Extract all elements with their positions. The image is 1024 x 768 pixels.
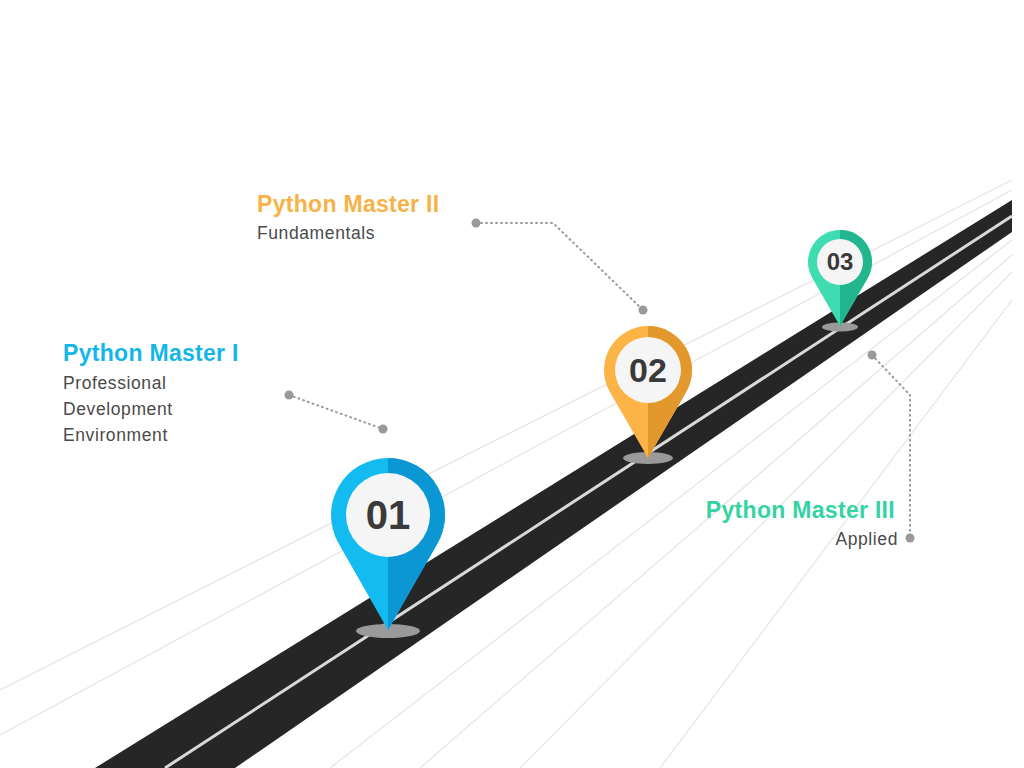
leader-dot	[379, 425, 388, 434]
pin-shape	[331, 458, 445, 630]
stage-title: Python Master I	[63, 340, 239, 368]
pin-body	[808, 230, 872, 326]
leader-line	[289, 395, 383, 429]
perspective-line	[660, 300, 1012, 768]
perspective-line	[420, 255, 1012, 768]
stage-title: Python Master III	[706, 497, 895, 525]
map-pin: 02	[604, 326, 692, 458]
stage-number: 01	[331, 458, 445, 572]
stage-number: 03	[808, 230, 872, 294]
stage-number: 02	[604, 326, 692, 414]
leader-dot	[906, 534, 915, 543]
perspective-line	[0, 190, 1012, 735]
stage-subtitle: Fundamentals	[257, 220, 375, 246]
pin-shape	[604, 326, 692, 458]
road-center-line	[165, 216, 1012, 768]
leader-dot	[285, 391, 294, 400]
stage-subtitle: Applied	[835, 526, 898, 552]
leader-dot	[639, 306, 648, 315]
perspective-lines	[0, 180, 1012, 768]
pin-shape	[808, 230, 872, 326]
stage-subtitle: Professional Development Environment	[63, 370, 213, 448]
map-pin: 03	[808, 230, 872, 326]
pin-body	[331, 458, 445, 630]
map-pin: 01	[331, 458, 445, 630]
stage-title: Python Master II	[257, 191, 439, 219]
perspective-line	[330, 240, 1012, 768]
leader-dot	[472, 219, 481, 228]
road	[95, 200, 1012, 768]
leader-dot	[868, 351, 877, 360]
pin-body	[604, 326, 692, 458]
perspective-line	[0, 180, 1012, 690]
leader-line	[476, 223, 643, 310]
